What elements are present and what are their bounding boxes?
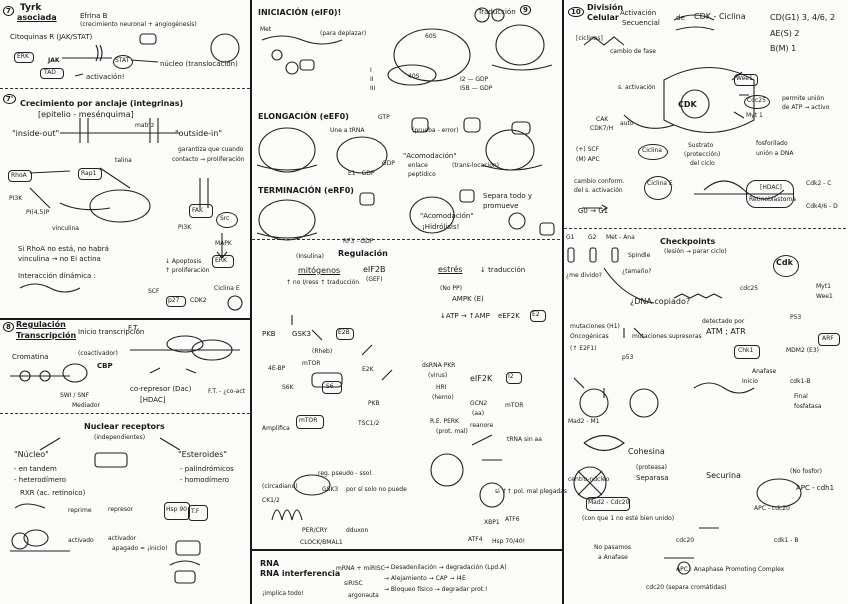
- heading-rna-interf-1: RNA: [260, 560, 279, 568]
- text-degradacion: → Desadenilación → degradación (Lpd.A): [384, 564, 507, 572]
- termination-diagram: [252, 185, 562, 245]
- integrin-diagram: [0, 88, 250, 318]
- checkpoint-diagram: [564, 228, 848, 604]
- initiation-diagram: [252, 0, 562, 95]
- section-divider-middle: [250, 549, 562, 551]
- cdk-cycle-diagram: [564, 0, 848, 228]
- text-sirisc: siRISC: [344, 580, 363, 588]
- nuclear-receptor-diagram: [0, 413, 250, 603]
- text-alejamiento: → Alejamiento → CAP → I4E: [384, 575, 466, 583]
- regulation-diagram: [252, 245, 562, 545]
- heading-rna-interf: RNA interferencia: [260, 570, 340, 578]
- transcription-diagram: [0, 318, 250, 413]
- text-implica: ¡implica todo!: [262, 590, 304, 598]
- text-bloqueo: → Bloqueo físico → degradar prot.!: [384, 586, 487, 594]
- text-argonauta: argonauta: [348, 592, 379, 600]
- text-mirna: mRNA + miRISC: [336, 565, 385, 573]
- jak-stat-diagram: [0, 0, 250, 88]
- elongation-diagram: [252, 110, 562, 190]
